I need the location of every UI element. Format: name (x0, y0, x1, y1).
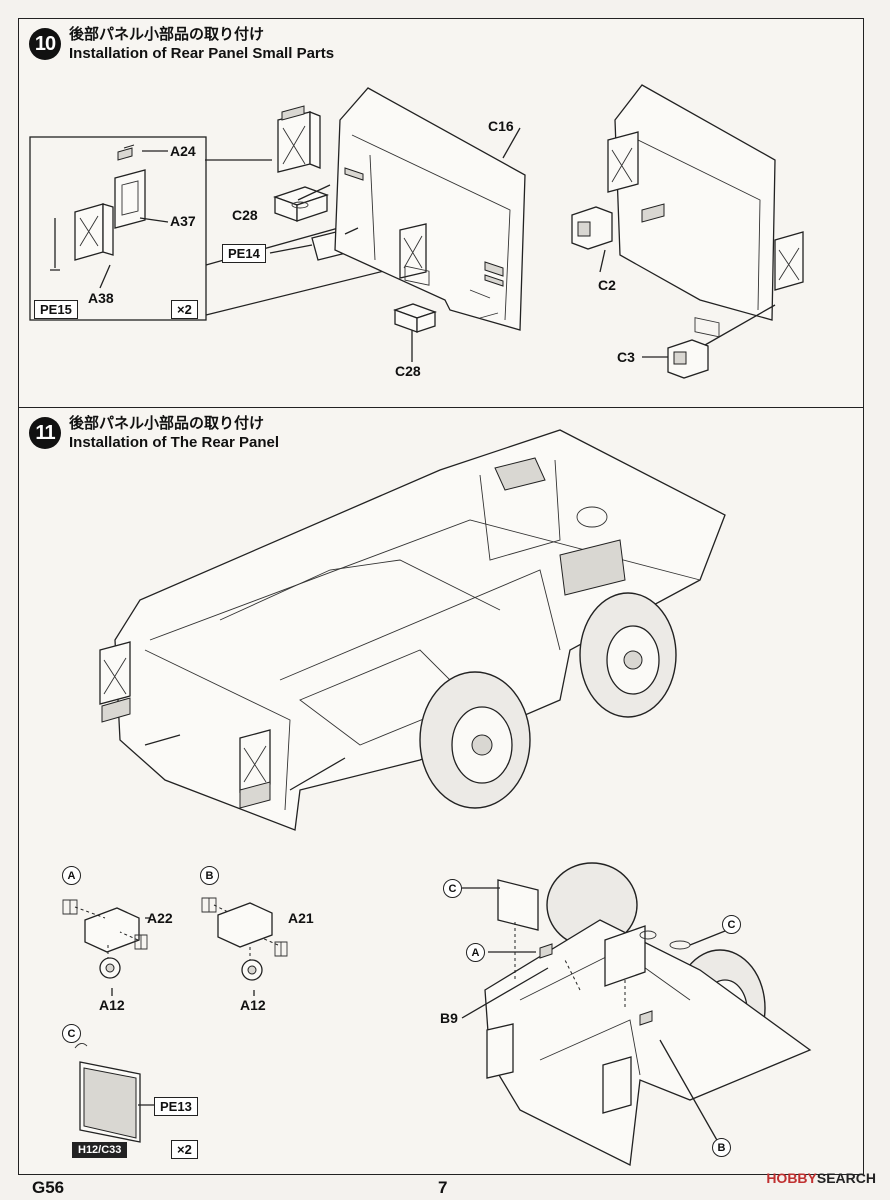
label-pe15: PE15 (34, 300, 78, 319)
page-number: 7 (438, 1178, 448, 1197)
rear-wheel-drawing (419, 671, 531, 809)
label-a24: A24 (170, 143, 196, 159)
rear-panel-main-drawing (334, 87, 526, 333)
label-b9: B9 (440, 1010, 458, 1026)
label-a21: A21 (288, 910, 314, 926)
circle-c-top: C (443, 879, 462, 898)
underside-view-drawing (484, 862, 812, 1166)
label-c2: C2 (598, 277, 616, 293)
step-10-header: 10 後部パネル小部品の取り付け Installation of Rear Pa… (29, 25, 334, 63)
step-10-number: 10 (29, 28, 61, 60)
label-c3: C3 (617, 349, 635, 365)
detail-a-drawing (62, 899, 148, 979)
c2-box-drawing (571, 206, 613, 250)
label-pe14: PE14 (222, 244, 266, 263)
a37-bracket-drawing (114, 144, 146, 229)
c3-box-drawing (667, 339, 709, 379)
step-10-title-jp: 後部パネル小部品の取り付け (69, 25, 265, 43)
label-c28-bottom: C28 (395, 363, 421, 379)
circle-b-left: B (200, 866, 219, 885)
circle-c-left: C (62, 1024, 81, 1043)
watermark-suffix: SEARCH (816, 1170, 876, 1186)
step-11-header: 11 後部パネル小部品の取り付け Installation of The Rea… (29, 414, 279, 452)
jerrycan-top-drawing (277, 105, 321, 173)
plate-c-top (497, 879, 539, 931)
label-a12-left: A12 (99, 997, 125, 1013)
plate-c-right (604, 925, 646, 987)
label-a38: A38 (88, 290, 114, 306)
circle-a-mid: A (466, 943, 485, 962)
detail-b-drawing (201, 897, 288, 981)
watermark: HOBBYSEARCH (766, 1170, 876, 1186)
watermark-brand: HOBBY (766, 1170, 817, 1186)
a38-jerrycan-drawing (50, 203, 114, 271)
step-11-title-en: Installation of The Rear Panel (69, 434, 280, 451)
step-11-title-jp: 後部パネル小部品の取り付け (69, 414, 265, 432)
label-a37: A37 (170, 213, 196, 229)
label-a12-right: A12 (240, 997, 266, 1013)
label-h12-c33: H12/C33 (72, 1142, 128, 1158)
vehicle-hull-drawing (99, 429, 726, 831)
label-pe13: PE13 (154, 1097, 198, 1116)
circle-b-bottom: B (712, 1138, 731, 1157)
circle-c-right: C (722, 915, 741, 934)
mud-flap-drawing (74, 1043, 141, 1143)
footer-code: G56 (32, 1178, 65, 1197)
front-wheel-drawing (579, 592, 677, 718)
label-x2-step10: ×2 (171, 300, 198, 319)
circle-a-left: A (62, 866, 81, 885)
rear-panel-right-drawing (607, 84, 804, 338)
label-c16: C16 (488, 118, 514, 134)
label-x2-step11: ×2 (171, 1140, 198, 1159)
label-c28-top: C28 (232, 207, 258, 223)
step-10-title-en: Installation of Rear Panel Small Parts (69, 45, 335, 62)
c28-top-drawing (273, 186, 329, 222)
step-11-number: 11 (29, 417, 61, 449)
label-a22: A22 (147, 910, 173, 926)
inset-detail-box (29, 136, 207, 321)
